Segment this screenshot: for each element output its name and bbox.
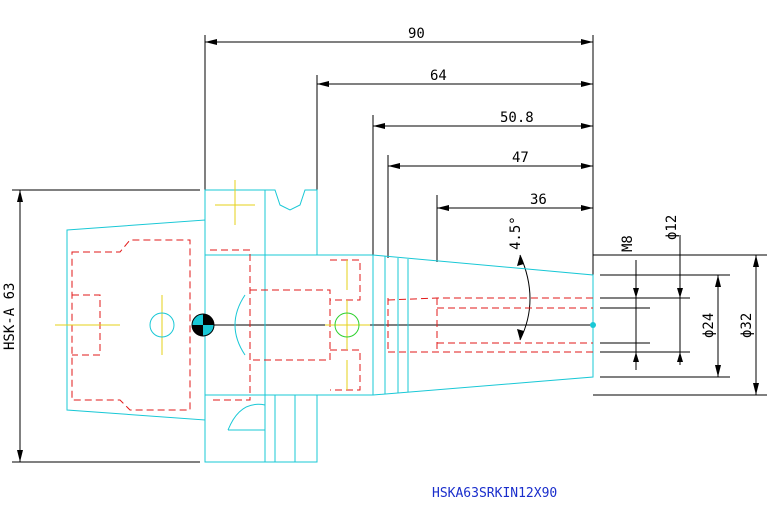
dim-taper-angle: 4.5° (508, 216, 524, 250)
dim-length-64: 64 (430, 68, 447, 84)
dim-diameter-32: ϕ32 (739, 313, 755, 338)
dim-length-47: 47 (512, 150, 529, 166)
dim-diameter-24: ϕ24 (701, 313, 717, 338)
dimension-lines (12, 35, 767, 463)
dim-thread: M8 (620, 235, 636, 252)
dim-bore: ϕ12 (664, 215, 680, 240)
part-number: HSKA63SRKIN12X90 (432, 486, 557, 501)
dim-length-36: 36 (530, 192, 547, 208)
dimension-labels: 90 64 50.8 47 36 4.5° M8 ϕ12 ϕ24 ϕ32 HSK… (2, 26, 755, 350)
center-marks (55, 180, 596, 390)
dim-interface: HSK-A 63 (2, 283, 18, 350)
dim-length-50-8: 50.8 (500, 110, 534, 126)
dim-overall-length: 90 (408, 26, 425, 42)
